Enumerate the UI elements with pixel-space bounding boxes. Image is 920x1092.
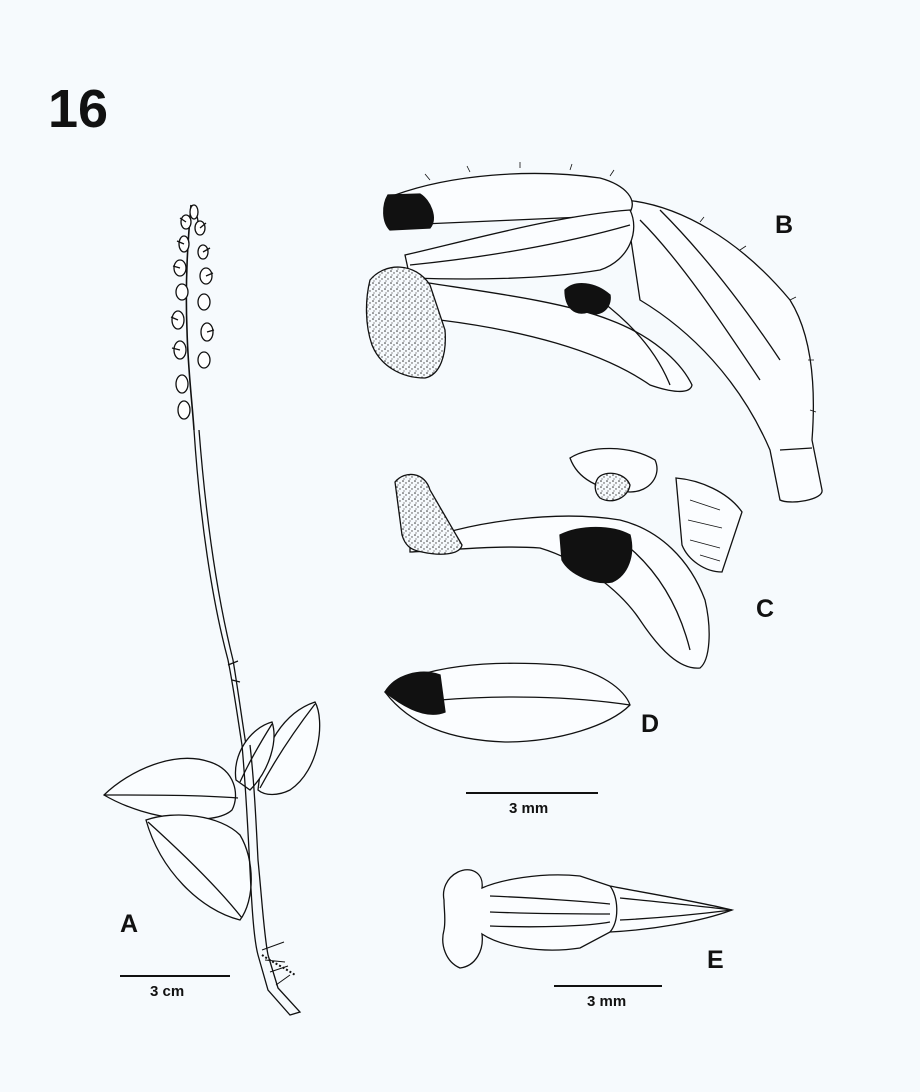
dark-patch-c	[559, 526, 633, 584]
column-c	[569, 447, 658, 493]
lip-b	[408, 279, 693, 393]
peduncle	[193, 429, 243, 746]
leaf-left	[102, 757, 237, 821]
leaf-middle	[234, 721, 275, 791]
panel-label-e: E	[707, 946, 724, 974]
flower-drawing-b	[365, 162, 823, 503]
scale-label-habit: 3 cm	[150, 983, 185, 1000]
dark-tip-b1	[383, 193, 434, 231]
habit-drawing-a	[102, 204, 321, 1016]
flower-drawing-c	[394, 447, 743, 669]
inflorescence	[170, 204, 215, 431]
plate-number: 16	[48, 79, 109, 139]
anther-c	[594, 472, 631, 502]
leaf-lower	[145, 814, 252, 921]
stem	[241, 744, 302, 1016]
lip-c	[409, 515, 710, 669]
stippled-lip-apex-b	[365, 266, 446, 379]
lip-outline-e	[442, 869, 735, 969]
dorsal-sepal	[394, 172, 633, 226]
panel-label-b: B	[775, 211, 794, 239]
panel-label-c: C	[756, 595, 775, 623]
dark-patch-b	[564, 283, 611, 315]
panel-label-d: D	[641, 710, 660, 738]
scale-label-lip: 3 mm	[587, 993, 627, 1010]
sepal-drawing-d	[384, 662, 631, 743]
dark-tip-d	[384, 671, 446, 715]
petal	[404, 209, 635, 280]
ovary	[624, 199, 823, 503]
stippled-lip-apex-c	[394, 473, 463, 555]
panel-label-a: A	[120, 910, 139, 938]
lip-drawing-e	[442, 869, 735, 969]
scale-label-flower-parts: 3 mm	[509, 800, 549, 817]
